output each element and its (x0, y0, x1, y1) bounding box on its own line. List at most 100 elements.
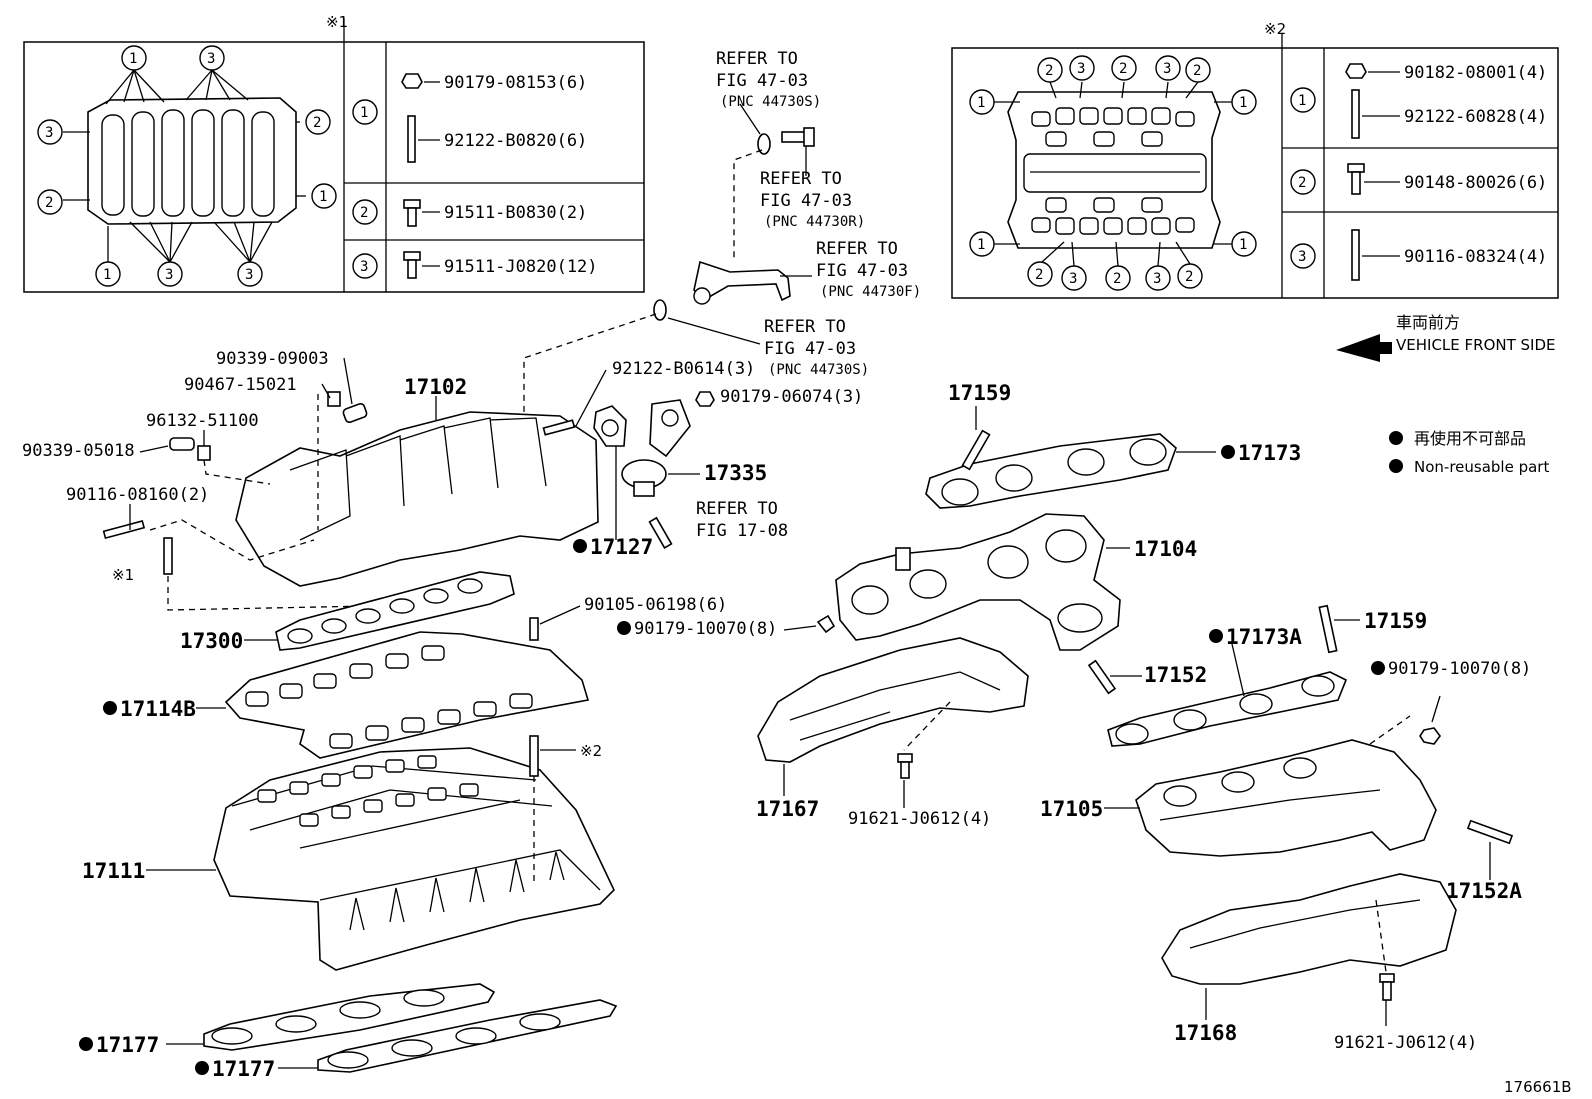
svg-text:REFER TO: REFER TO (760, 169, 842, 189)
part-number: 91511-B0830(2) (444, 203, 587, 223)
svg-text:1: 1 (1298, 93, 1306, 109)
gasket-17177-a (166, 983, 496, 1051)
label: 92122-B0614(3) (612, 359, 755, 379)
inset1-gasket-drawing (87, 97, 297, 225)
svg-text:2: 2 (1119, 61, 1127, 77)
svg-text:FIG 47-03: FIG 47-03 (716, 71, 808, 91)
nonreusable-dot (79, 1037, 93, 1051)
label: 17102 (404, 375, 467, 399)
refer-labels: REFER TO FIG 47-03 (PNC 44730S) REFER TO… (696, 49, 921, 541)
svg-text:3: 3 (1077, 61, 1085, 77)
svg-text:1: 1 (129, 51, 137, 67)
inset1-callout: 1 (95, 261, 121, 287)
inset-1: ※1 (23, 13, 645, 293)
svg-text:3: 3 (1163, 61, 1171, 77)
label: 90179-10070(8) (634, 619, 777, 639)
label: 90179-06074(3) (720, 387, 863, 407)
legend: 車両前方 VEHICLE FRONT SIDE 再使用不可部品 Non-reus… (1336, 313, 1556, 476)
svg-text:(PNC 44730R): (PNC 44730R) (764, 214, 865, 230)
exhaust-manifold-17104 (783, 513, 1130, 651)
nonreusable-dot (573, 539, 587, 553)
inset1-callout: 2 (305, 109, 331, 135)
label: 17159 (948, 381, 1011, 405)
label: 17173 (1238, 441, 1301, 465)
part-number: 92122-60828(4) (1404, 107, 1547, 127)
svg-text:2: 2 (1193, 63, 1201, 79)
svg-text:REFER TO: REFER TO (716, 49, 798, 69)
svg-text:3: 3 (207, 51, 215, 67)
part-number: 90182-08001(4) (1404, 63, 1547, 83)
label: 90339-09003 (216, 349, 329, 369)
nonreusable-dot (1209, 629, 1223, 643)
heat-insulator-17168 (1161, 873, 1457, 1026)
svg-text:2: 2 (1035, 267, 1043, 283)
heat-insulator-17167 (757, 637, 1029, 808)
svg-text:2: 2 (1045, 63, 1053, 79)
inset2-leaders (994, 81, 1232, 267)
label: 17335 (704, 461, 767, 485)
label: 17152A (1446, 879, 1522, 903)
inset1-mark: ※1 (326, 13, 348, 31)
label: 17114B (120, 697, 196, 721)
arrow-left-icon (1336, 334, 1392, 362)
label: 91621-J0612(4) (1334, 1033, 1477, 1053)
inset-2: ※2 2 3 (951, 20, 1559, 299)
svg-text:3: 3 (45, 125, 53, 141)
inset1-row-2: 2 91511-B0830(2) (352, 199, 587, 227)
label: 17104 (1134, 537, 1197, 561)
inset2-mark: ※2 (1264, 20, 1286, 38)
label: 17152 (1144, 663, 1207, 687)
nonreusable-dot (617, 621, 631, 635)
part-number: 90116-08324(4) (1404, 247, 1547, 267)
svg-text:2: 2 (45, 195, 53, 211)
part-number: 90179-08153(6) (444, 73, 587, 93)
inset2-callout: 2 (1037, 57, 1063, 83)
inset1-callout: 2 (37, 189, 63, 215)
gasket-17114B (196, 631, 590, 759)
svg-text:FIG 47-03: FIG 47-03 (764, 339, 856, 359)
stud-90105 (529, 617, 539, 641)
svg-text:1: 1 (977, 95, 985, 111)
label: 17300 (180, 629, 243, 653)
svg-text:(PNC 44730S): (PNC 44730S) (720, 94, 821, 110)
svg-text:1: 1 (1239, 237, 1247, 253)
inset2-row-2: 2 90148-80026(6) (1290, 163, 1547, 195)
svg-text:FIG 17-08: FIG 17-08 (696, 521, 788, 541)
svg-text:FIG 47-03: FIG 47-03 (816, 261, 908, 281)
label: 17168 (1174, 1021, 1237, 1045)
inset1-callout: 1 (121, 45, 147, 71)
nonreusable-dot (1221, 445, 1235, 459)
label: 96132-51100 (146, 411, 259, 431)
inset2-callout: 1 (969, 89, 995, 115)
inset2-callout: 2 (1177, 263, 1203, 289)
svg-text:(PNC 44730S): (PNC 44730S) (768, 362, 869, 378)
nonreusable-dot (1371, 661, 1385, 675)
label: 90116-08160(2) (66, 485, 209, 505)
label: 90339-05018 (22, 441, 135, 461)
inset1-row-1: 1 90179-08153(6) 92122-B0820(6) (352, 73, 587, 163)
inset2-row-3: 3 90116-08324(4) (1290, 229, 1547, 281)
label: 17127 (590, 535, 653, 559)
svg-text:1: 1 (1239, 95, 1247, 111)
label: ※2 (580, 742, 602, 760)
svg-text:2: 2 (1113, 271, 1121, 287)
label: 17159 (1364, 609, 1427, 633)
svg-text:2: 2 (313, 115, 321, 131)
label: 17177 (96, 1033, 159, 1057)
svg-text:FIG 47-03: FIG 47-03 (760, 191, 852, 211)
throttle-body-17335 (593, 391, 715, 549)
svg-text:2: 2 (1298, 175, 1306, 191)
inset2-callout: 3 (1069, 55, 1095, 81)
nonreuse-jp: 再使用不可部品 (1414, 429, 1526, 448)
svg-text:1: 1 (319, 189, 327, 205)
inset2-callout: 1 (1231, 231, 1257, 257)
inset1-callout: 1 (311, 183, 337, 209)
inset2-row-1: 1 90182-08001(4) 92122-60828(4) (1290, 63, 1547, 139)
label: 90179-10070(8) (1388, 659, 1531, 679)
label: 17105 (1040, 797, 1103, 821)
inset1-callout: 3 (157, 261, 183, 287)
nonreusable-dot (1389, 431, 1403, 445)
svg-text:3: 3 (1153, 271, 1161, 287)
studs-17159-17152 (1087, 604, 1360, 695)
